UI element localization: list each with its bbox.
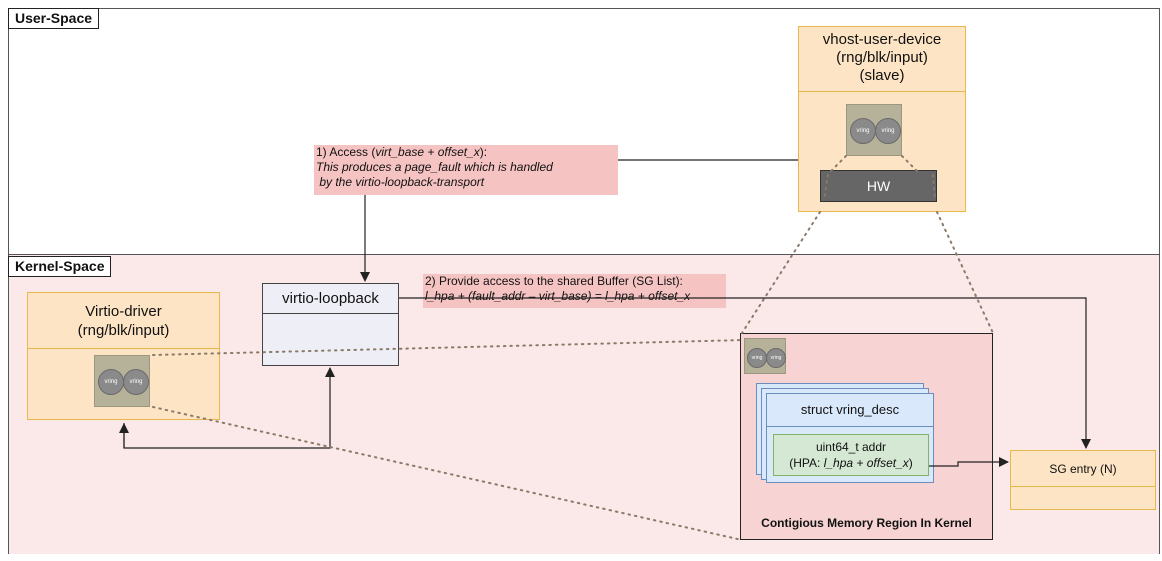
virtio-loopback-divider xyxy=(262,313,399,314)
sg-entry-box xyxy=(1010,450,1156,510)
virtio-loopback-label: virtio-loopback xyxy=(282,289,379,307)
provide-note-line2: l_hpa + (fault_addr – virt_base) = l_hpa… xyxy=(425,289,691,303)
vring-circle-icon: vring xyxy=(123,369,149,395)
access-note-prefix: 1) Access ( xyxy=(316,145,376,159)
user-space-label: User-Space xyxy=(8,8,100,29)
sg-entry-label: SG entry (N) xyxy=(1049,462,1117,476)
vring-circle-icon: vring xyxy=(766,348,786,368)
vring-circle-icon: vring xyxy=(875,118,901,144)
vhost-divider xyxy=(798,91,966,92)
vring-circle-icon: vring xyxy=(98,369,124,395)
addr-prefix: (HPA: xyxy=(789,456,824,470)
memory-region-caption: Contigious Memory Region In Kernel xyxy=(761,516,972,530)
vring-icon-memory: vring vring xyxy=(744,338,786,374)
access-note: 1) Access (virt_base + offset_x): This p… xyxy=(314,145,618,195)
user-space-region xyxy=(8,8,1160,254)
vhost-title-line1: vhost-user-device xyxy=(822,31,942,48)
hw-label: HW xyxy=(866,178,891,194)
kernel-space-label: Kernel-Space xyxy=(8,256,112,277)
addr-field-box: uint64_t addr (HPA: l_hpa + offset_x) xyxy=(773,434,929,476)
access-note-line1: 1) Access (virt_base + offset_x): xyxy=(316,145,616,160)
virtio-driver-line2: (rng/blk/input) xyxy=(77,322,170,339)
access-note-expr: virt_base + offset_x xyxy=(375,145,480,159)
access-note-line3: by the virtio-loopback-transport xyxy=(316,175,485,189)
vhost-user-device-title: vhost-user-device (rng/blk/input) (slave… xyxy=(798,31,966,85)
vring-icon-driver: vring vring xyxy=(94,355,150,407)
vring-circle-icon: vring xyxy=(850,118,876,144)
vring-icon-vhost: vring vring xyxy=(846,104,902,156)
addr-suffix: ) xyxy=(908,456,913,470)
provide-note-line1: 2) Provide access to the shared Buffer (… xyxy=(425,274,683,288)
access-note-line2: This produces a page_fault which is hand… xyxy=(316,160,553,174)
vhost-title-line3: (slave) xyxy=(859,67,905,84)
virtio-driver-line1: Virtio-driver xyxy=(85,303,162,320)
vhost-title-line2: (rng/blk/input) xyxy=(836,49,928,66)
virtio-driver-divider xyxy=(27,348,220,349)
vring-desc-title: struct vring_desc xyxy=(800,401,900,417)
addr-field-line1: uint64_t addr xyxy=(815,440,887,454)
provide-note: 2) Provide access to the shared Buffer (… xyxy=(423,274,726,308)
sg-entry-divider xyxy=(1010,486,1156,487)
addr-field-line2: (HPA: l_hpa + offset_x) xyxy=(774,455,928,471)
vring-circle-icon: vring xyxy=(747,348,767,368)
vring-desc-divider xyxy=(766,426,934,427)
hw-box: HW xyxy=(820,170,937,202)
virtio-driver-title: Virtio-driver (rng/blk/input) xyxy=(27,302,220,340)
access-note-suffix: ): xyxy=(479,145,488,159)
addr-expr: l_hpa + offset_x xyxy=(823,456,909,470)
